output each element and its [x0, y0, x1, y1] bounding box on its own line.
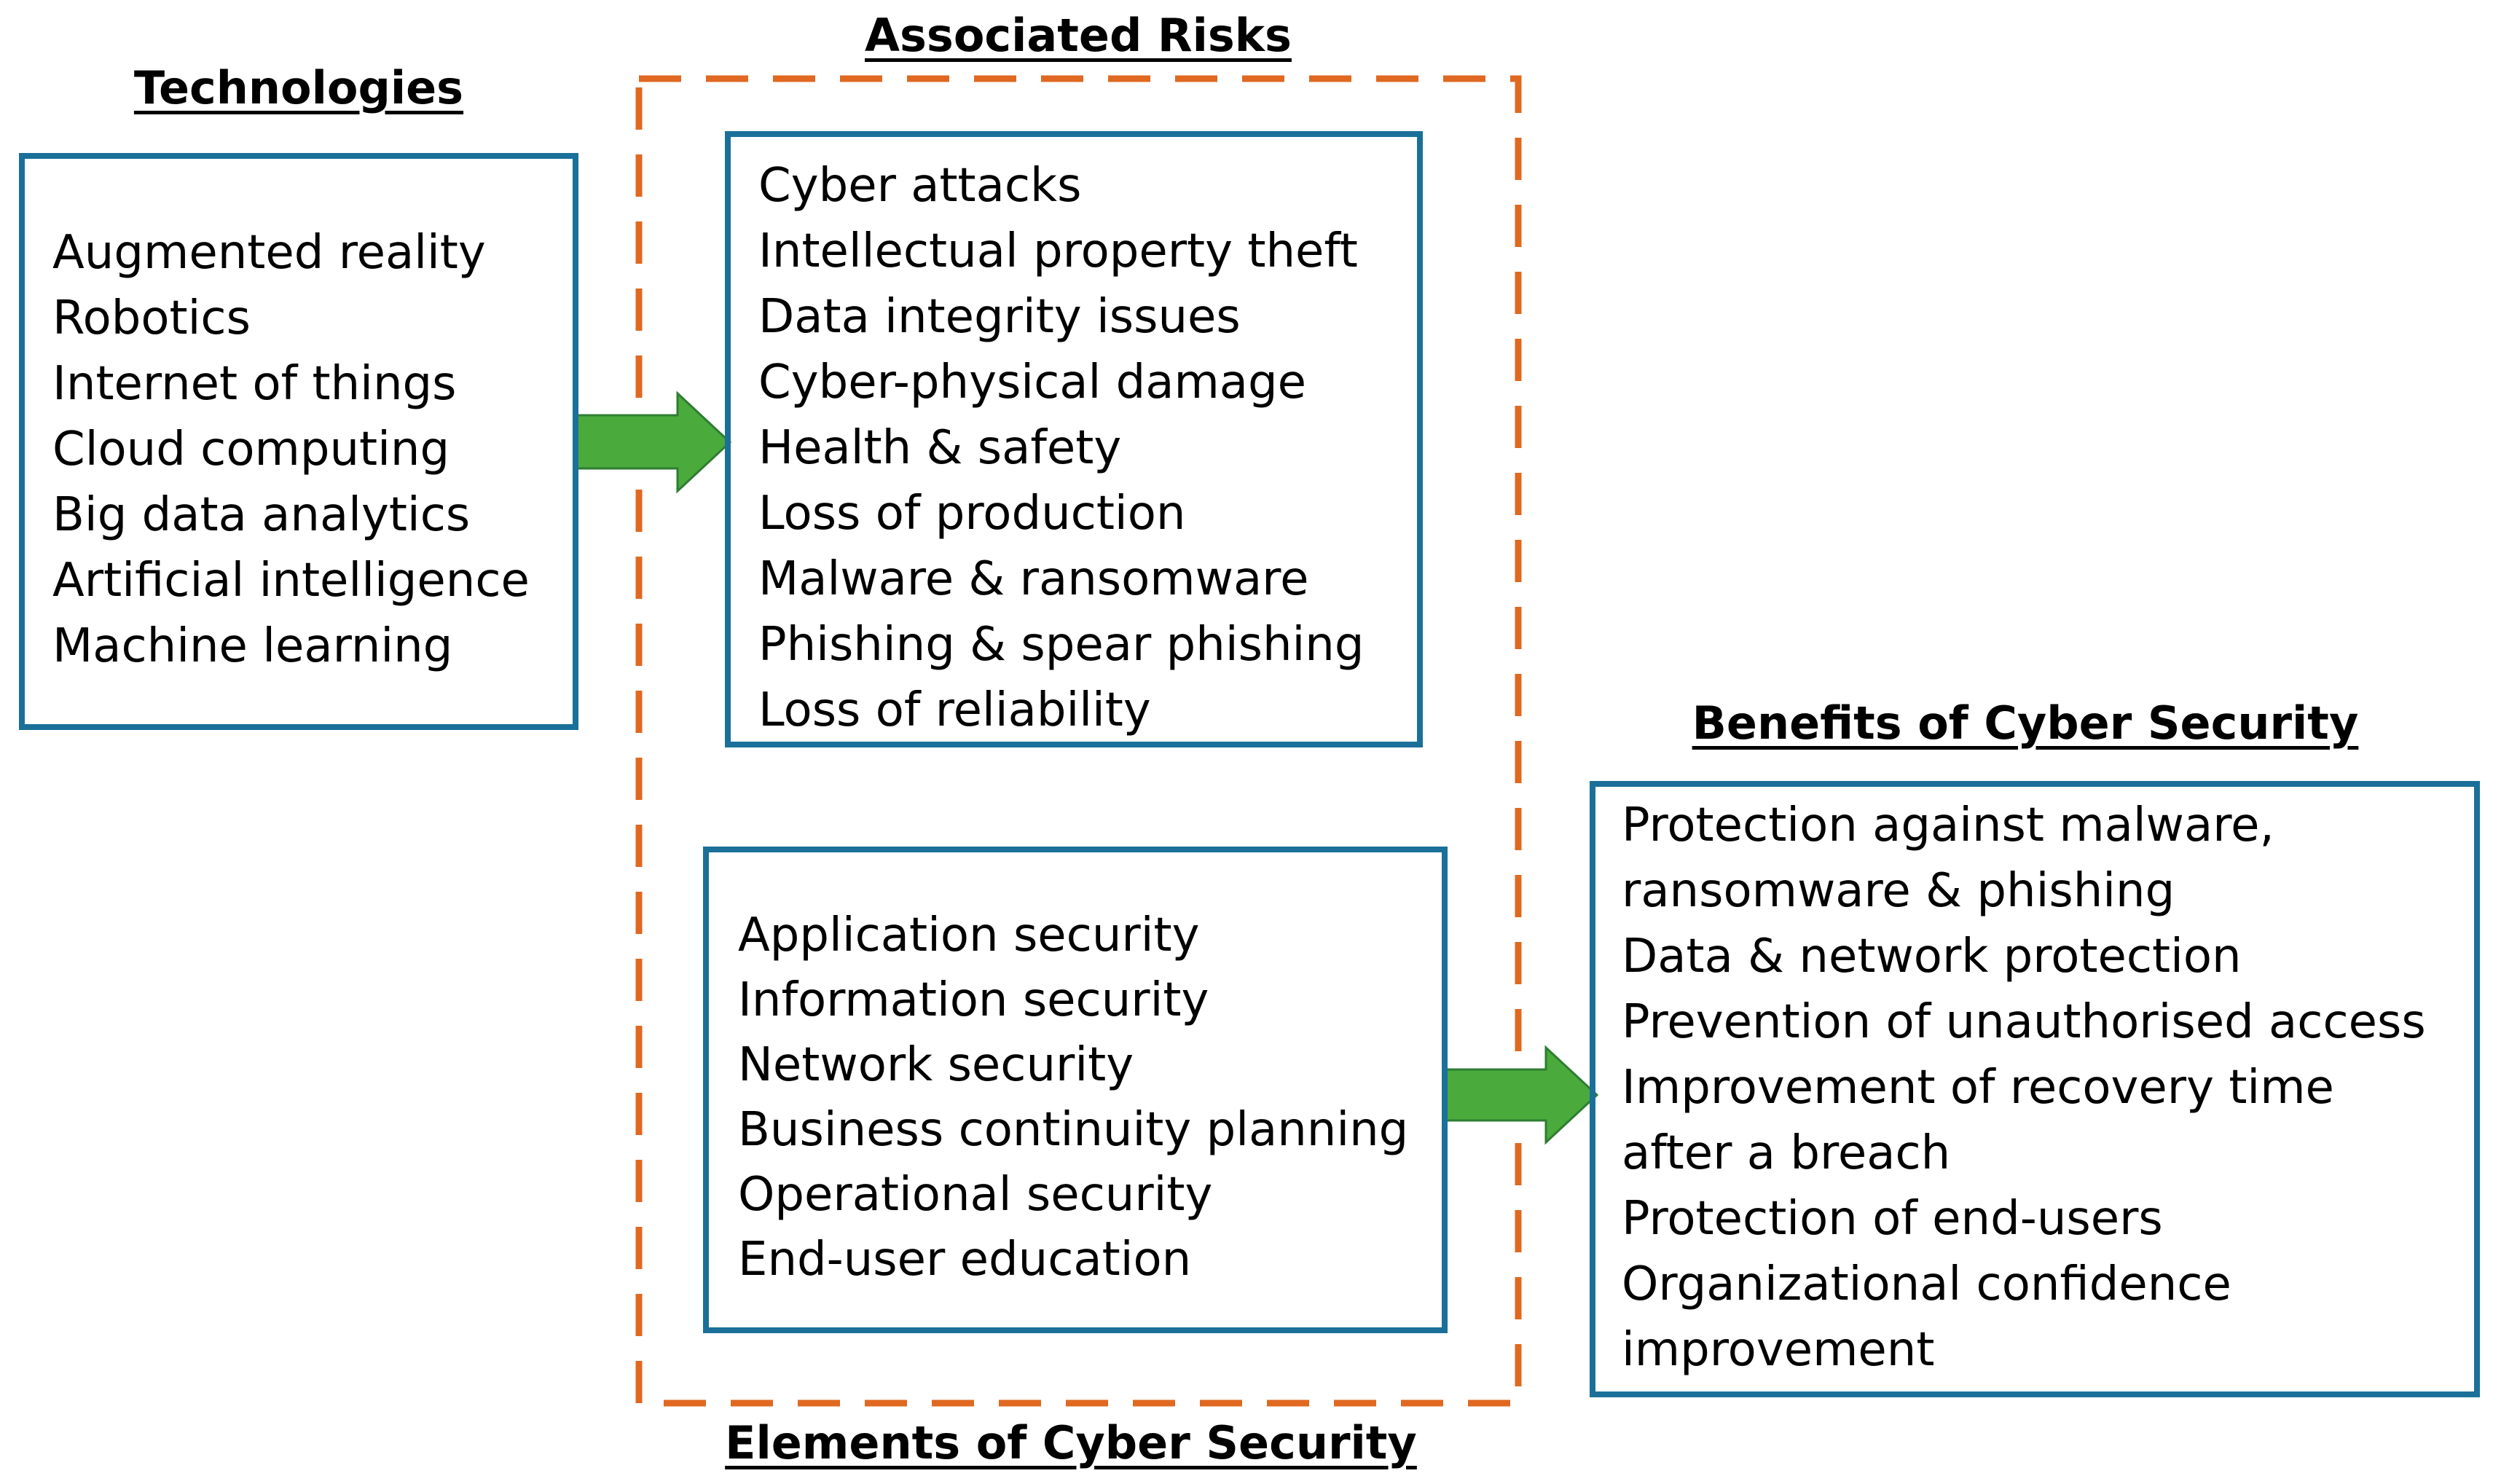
risk-item: Loss of production — [758, 487, 1186, 541]
element-item: End-user education — [738, 1233, 1192, 1287]
technology-item: Big data analytics — [52, 488, 471, 542]
benefit-line: Protection against malware, — [1622, 798, 2274, 852]
risk-item: Data integrity issues — [758, 290, 1241, 344]
benefit-line: Data & network protection — [1622, 930, 2242, 984]
risk-item: Cyber attacks — [758, 159, 1082, 213]
benefit-line: Protection of end-users — [1622, 1192, 2163, 1246]
technology-item: Augmented reality — [52, 226, 486, 280]
element-item: Information security — [738, 973, 1209, 1027]
benefit-line: Improvement of recovery time — [1622, 1061, 2334, 1115]
technologies-box: Augmented reality Robotics Internet of t… — [19, 153, 578, 730]
benefit-line: after a breach — [1622, 1126, 1951, 1180]
benefits-of-cyber-security-box: Protection against malware, ransomware &… — [1590, 781, 2480, 1397]
technologies-heading: Technologies — [133, 61, 464, 114]
element-item: Application security — [738, 908, 1200, 962]
technology-item: Cloud computing — [52, 423, 450, 476]
technology-item: Artificial intelligence — [52, 554, 530, 608]
benefit-line: Organizational confidence — [1622, 1257, 2231, 1311]
risk-item: Intellectual property theft — [758, 224, 1358, 278]
technology-item: Machine learning — [52, 619, 453, 673]
associated-risks-box: Cyber attacks Intellectual property thef… — [725, 131, 1423, 747]
risk-item: Health & safety — [758, 421, 1122, 475]
benefit-line: improvement — [1622, 1323, 1935, 1377]
risk-item: Cyber-physical damage — [758, 356, 1306, 409]
benefit-line: Prevention of unauthorised access — [1622, 995, 2426, 1049]
benefit-line: ransomware & phishing — [1622, 864, 2175, 918]
benefits-heading: Benefits of Cyber Security — [1692, 696, 2359, 750]
arrow-technologies-to-risks — [574, 390, 732, 494]
associated-risks-heading: Associated Risks — [865, 9, 1292, 62]
benefits-list: Protection against malware, ransomware &… — [1622, 793, 2474, 1383]
technology-item: Robotics — [52, 291, 251, 345]
element-item: Network security — [738, 1038, 1134, 1092]
risk-item: Phishing & spear phishing — [758, 618, 1365, 672]
associated-risks-list: Cyber attacks Intellectual property thef… — [758, 153, 1417, 743]
technology-item: Internet of things — [52, 357, 457, 411]
elements-of-cyber-security-box: Application security Information securit… — [703, 847, 1448, 1333]
arrow-elements-to-benefits — [1442, 1045, 1599, 1145]
risk-item: Loss of reliability — [758, 683, 1151, 737]
element-item: Business continuity planning — [738, 1103, 1409, 1157]
element-item: Operational security — [738, 1168, 1213, 1222]
elements-list: Application security Information securit… — [738, 903, 1442, 1292]
technologies-list: Augmented reality Robotics Internet of t… — [52, 220, 573, 679]
elements-heading: Elements of Cyber Security — [725, 1416, 1417, 1469]
risk-item: Malware & ransomware — [758, 552, 1309, 606]
